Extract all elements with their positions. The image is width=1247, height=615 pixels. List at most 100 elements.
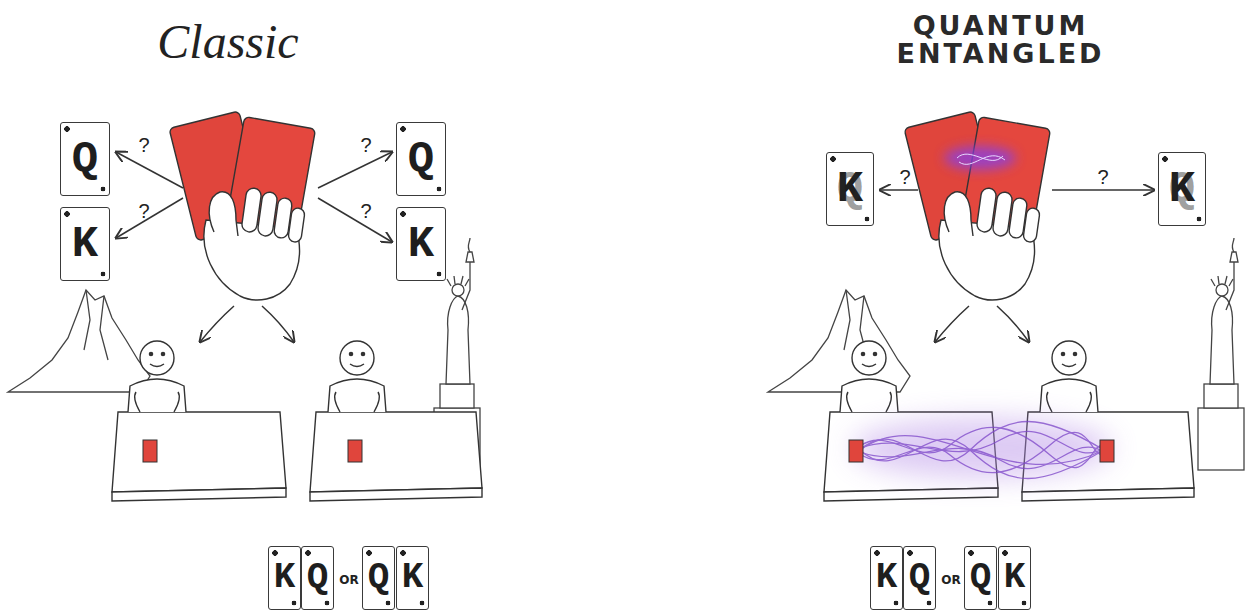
tables-and-people-part [824,412,1194,501]
leader-arrow [880,190,1154,342]
leader-arrow-part [116,152,183,188]
entanglement-waves-part [860,436,1104,465]
tables-and-people-part [873,352,876,355]
tables-and-people-part [861,352,864,355]
card-rank: Q [1159,167,1205,211]
tables-and-people-part [348,440,362,462]
leader-arrow-part [262,306,294,342]
tables-and-people-part [340,341,374,375]
leader-arrow-part [935,306,969,342]
question-mark: ? [356,134,376,157]
leader-arrow-part [318,152,392,188]
tables-and-people-part [143,440,157,462]
playing-card: K [998,546,1031,610]
mountain-part [768,290,910,392]
card-rank: Q [408,137,434,181]
question-mark: ? [356,200,376,223]
mountain [768,290,910,392]
leader-arrow-part [1052,189,1154,191]
tables-and-people-part [1047,392,1092,412]
tables-and-people-part [128,379,186,412]
statue-of-liberty-part [1198,408,1244,470]
or-word: OR [938,573,964,587]
playing-card: K [396,546,429,610]
entanglement-waves-part [860,432,1104,472]
tables-and-people-part [149,352,152,355]
tables-and-people-part [1040,379,1098,412]
entanglement-waves-part [860,422,1104,461]
tables-and-people-part [862,364,876,367]
statue-of-liberty-part [1211,276,1233,286]
or-word: OR [336,573,362,587]
tables-and-people-part [852,341,886,375]
tables-and-people-part [310,488,482,501]
playing-card: Q [362,546,395,610]
tables-and-people-part [840,341,1098,412]
playing-card: K [870,546,903,610]
tables-and-people-part [140,341,174,375]
leader-arrow-part [880,189,918,191]
statue-of-liberty-part [447,276,469,286]
tables-and-people-part [1062,364,1076,367]
hand-with-cards-part [1023,207,1041,242]
panel-heading: QUANTUM ENTANGLED [893,12,1108,69]
tables-and-people-part [128,341,386,412]
tables-and-people-part [350,364,364,367]
tables-and-people-part [112,412,482,501]
playing-card: Q [301,546,334,610]
leader-arrow [116,152,392,342]
tables-and-people-part [161,352,164,355]
question-mark: ? [895,166,915,189]
entanglement-waves [849,418,1114,479]
hand-with-cards-part [957,154,1005,164]
tables-and-people-part [135,392,180,412]
tables-and-people-part [112,412,286,492]
card-rank: K [876,560,898,596]
entanglement-waves-part [1100,440,1114,462]
statue-of-liberty-part [1232,238,1234,252]
panel-heading: Classic [118,14,338,69]
mountain [8,290,150,392]
card-rank: Q [368,560,390,596]
tables-and-people [112,341,482,501]
tables-and-people-part [840,379,898,412]
playing-card: Q [903,546,936,610]
statue-of-liberty-part [1226,262,1234,310]
card-rank: K [402,560,424,596]
hand-with-cards-part [944,146,1016,170]
superposed-card: KQ [1158,152,1206,226]
statue-of-liberty-part [446,296,470,384]
tables-and-people-part [847,392,892,412]
mountain-part [8,290,150,392]
statue-of-liberty [1198,238,1244,470]
playing-card: K [60,207,110,281]
card-rank: K [72,222,98,266]
tables-and-people-part [824,488,998,501]
card-rank: Q [307,560,329,596]
tables-and-people-part [310,412,482,492]
leader-arrow-part [200,306,234,342]
statue-of-liberty-part [1230,252,1238,262]
mountain-part [84,290,108,360]
statue-of-liberty-part [452,284,464,296]
statue-of-liberty-part [462,262,470,310]
tables-and-people-part [349,352,352,355]
tables-and-people-part [335,392,380,412]
statue-of-liberty-part [468,238,470,252]
card-rank: K [408,222,434,266]
playing-card: K [268,546,301,610]
statue-of-liberty-part [1204,384,1238,408]
question-mark: ? [1093,166,1113,189]
tables-and-people-part [112,488,286,501]
tables-and-people [824,341,1194,501]
leader-arrow-part [116,198,183,238]
hand-with-cards [904,111,1050,300]
card-rank: Q [827,167,873,211]
leader-arrow-part [318,198,392,242]
entanglement-waves-part [849,440,863,462]
statue-of-liberty-part [440,384,474,408]
hand-with-cards-part [209,192,238,236]
playing-card: Q [396,122,446,196]
hand-with-cards-part [944,192,973,236]
